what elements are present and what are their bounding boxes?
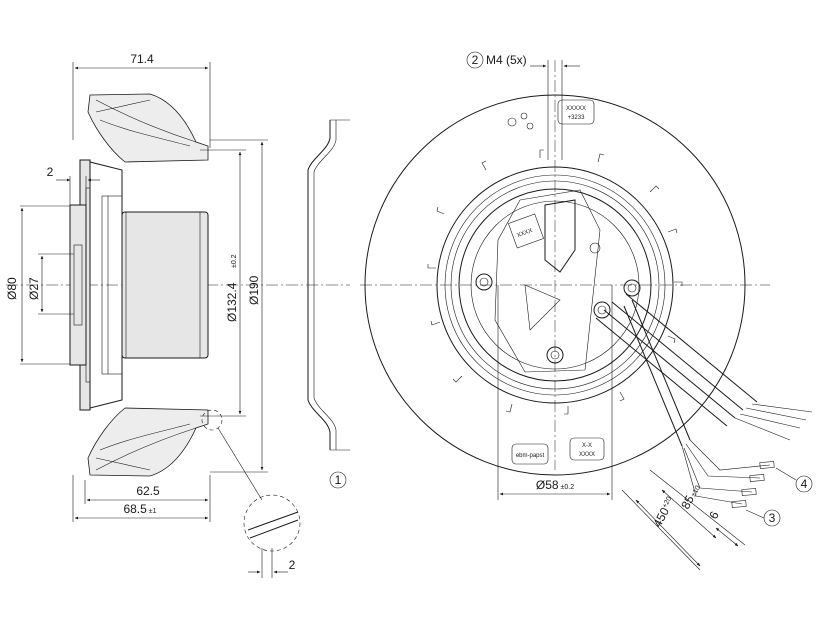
label-bottom-left-text: ebm-papst	[516, 453, 545, 459]
hub-web	[494, 189, 601, 373]
detail-marker-circle	[201, 409, 223, 431]
cable-dim-6: 6	[706, 509, 722, 522]
screw-holes	[475, 242, 641, 364]
motor-flange	[69, 204, 87, 366]
dim-diameter-80: Ø80	[5, 277, 19, 300]
callout-1-circle	[329, 471, 347, 489]
thread-label: M4 (5x)	[486, 53, 527, 67]
dim-offset: 2	[47, 165, 54, 179]
front-view: XXXX XXXXX +3233 ebm-papst X-X XXXX 2 M4…	[360, 51, 813, 571]
dim-diameter-190: Ø190	[247, 275, 261, 305]
dim-hub-length: 62.5	[136, 484, 160, 498]
label-bottom-right-line2: XXXX	[579, 452, 595, 458]
dim-total-length: 68.5±1	[123, 502, 156, 516]
motor-rotor	[121, 211, 209, 359]
label-bottom-left	[511, 443, 549, 465]
impeller-lower-blade	[87, 407, 209, 477]
cable-dim-85: 85±10	[678, 482, 703, 512]
impeller-upper-blade	[87, 93, 209, 163]
hub-channel	[544, 199, 576, 273]
dim-line-cable-85	[661, 489, 717, 539]
dim-line-cable-6	[715, 527, 739, 547]
svg-text:XXXX: XXXX	[516, 228, 533, 239]
blade-tabs	[427, 149, 683, 415]
label-bottom-right	[569, 437, 605, 461]
side-view: 71.4 Ø132.4 ±0.2 Ø190	[5, 52, 350, 578]
label-top	[557, 99, 595, 125]
dim-diameter-27: Ø27	[27, 277, 41, 300]
rotor-outer-ring	[436, 166, 674, 404]
dim-diameter-132: Ø132.4	[225, 282, 239, 322]
dim-diameter-132-tol: ±0.2	[231, 254, 238, 268]
inlet-nozzle-profile	[307, 120, 331, 450]
detail-gap: 2	[289, 558, 296, 572]
detail-view-circle	[243, 494, 301, 552]
callout-3: 3	[769, 511, 776, 525]
callout-1: 1	[335, 473, 342, 487]
dim-bolt-circle: Ø58±0.2	[536, 478, 574, 492]
label-top-line1: XXXXX	[566, 106, 586, 112]
callout-2-circle	[466, 51, 484, 69]
hub-label-plate	[508, 213, 544, 249]
impeller-outer-disk	[364, 94, 746, 476]
cable-bundle	[595, 293, 813, 508]
label-bottom-right-line1: X-X	[582, 443, 592, 449]
dim-overall-length: 71.4	[130, 52, 154, 66]
callout-2: 2	[472, 53, 479, 67]
callout-4-circle	[795, 475, 813, 493]
label-top-line2: +3233	[568, 115, 586, 121]
callout-4: 4	[801, 477, 808, 491]
cable-dim-450: 450+20	[650, 495, 677, 530]
